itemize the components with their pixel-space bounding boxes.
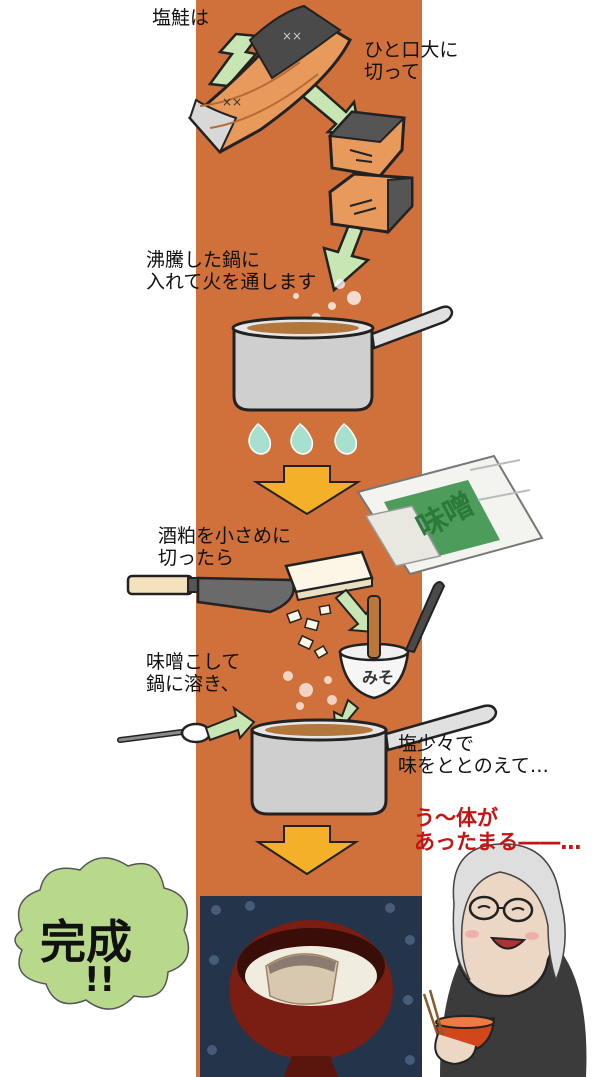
finish-title: 完成 <box>40 915 132 969</box>
green-cloud-bubble <box>14 857 190 1010</box>
pot-2-illustration <box>250 704 498 816</box>
strainer-label: みそ <box>362 668 395 687</box>
step-boil-line-1: 沸騰した鍋に <box>146 249 261 271</box>
step-salt-line-1: 塩少々で <box>398 733 475 755</box>
svg-text:××: ×× <box>222 95 242 109</box>
step-cut-line-2: 切って <box>364 60 421 83</box>
step-boil-label: 沸騰した鍋に 入れて火を通します <box>146 249 317 294</box>
step-miso-label: 味噌こして 鍋に溶き、 <box>146 651 241 696</box>
step-salmon-label: 塩鮭は <box>152 7 210 30</box>
yellow-arrow-2 <box>254 825 360 876</box>
step-salt-label: 塩少々で 味をととのえて… <box>398 733 549 778</box>
measuring-spoon-illustration <box>117 722 212 744</box>
step-sakekasu-line-1: 酒粕を小さめに <box>158 525 292 547</box>
salmon-chunk-1 <box>327 110 407 178</box>
finished-dish-photo <box>200 896 422 1077</box>
step-cut-label: ひと口大に 切って <box>364 39 459 84</box>
knife-illustration <box>126 574 295 614</box>
step-salmon-line-1: 塩鮭は <box>152 7 210 29</box>
man-illustration <box>422 843 587 1077</box>
miso-package-illustration <box>356 454 544 576</box>
sake-kasu-block <box>284 550 374 602</box>
step-cut-line-1: ひと口大に <box>364 39 459 61</box>
steam-middle <box>283 671 337 710</box>
flames <box>248 423 358 455</box>
step-miso-line-2: 鍋に溶き、 <box>146 672 240 695</box>
step-sakekasu-label: 酒粕を小さめに 切ったら <box>158 525 292 570</box>
green-arrow-5 <box>204 705 256 742</box>
miso-strainer-illustration <box>338 581 446 700</box>
salmon-fillet-illustration: ×× ×× <box>187 4 352 154</box>
speech-line-1: う～体が <box>414 806 498 830</box>
speech-line-2: あったまる――… <box>414 830 582 855</box>
green-arrow-3 <box>322 220 371 293</box>
step-boil-line-2: 入れて火を通します <box>146 270 317 293</box>
step-sakekasu-line-2: 切ったら <box>158 546 235 569</box>
step-salt-line-2: 味をととのえて… <box>398 754 549 777</box>
pot-1-illustration <box>231 305 454 412</box>
speech-text: う～体が あったまる――… <box>414 806 581 854</box>
sake-kasu-pieces <box>286 604 332 659</box>
steam-top <box>293 279 361 323</box>
svg-text:××: ×× <box>282 29 302 43</box>
yellow-arrow-1 <box>252 465 362 516</box>
salmon-chunk-2 <box>328 172 414 235</box>
finish-exclaim: !! <box>84 960 116 1000</box>
step-miso-line-1: 味噌こして <box>146 651 241 673</box>
